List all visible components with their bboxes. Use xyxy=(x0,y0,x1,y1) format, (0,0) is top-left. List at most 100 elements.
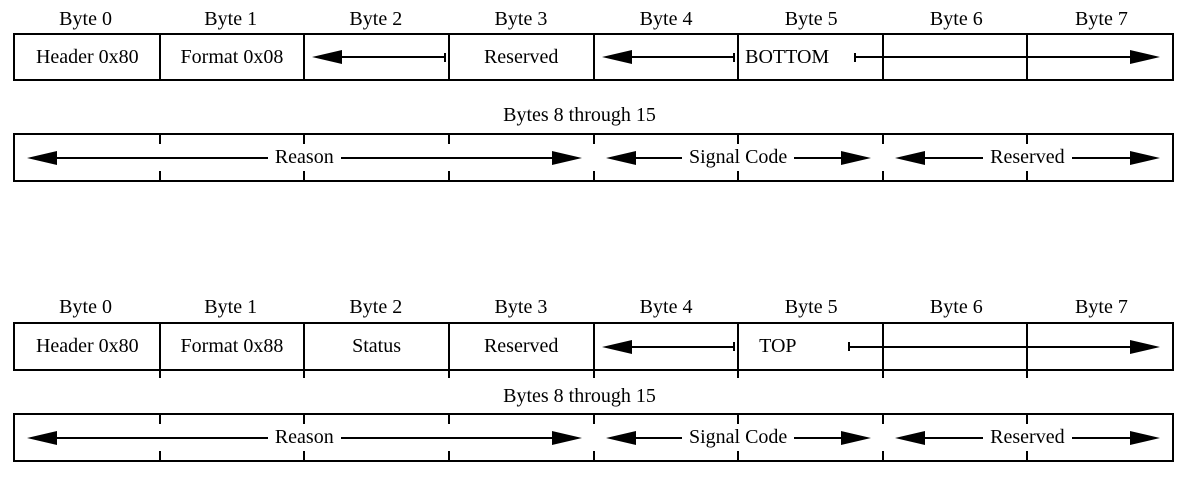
byte-boundary-tick xyxy=(737,415,740,424)
field-format: Format 0x88 xyxy=(180,335,284,357)
field-top: TOP xyxy=(759,335,797,357)
byte-boundary-tick xyxy=(158,451,161,460)
byte-label: Byte 6 xyxy=(929,296,983,318)
arrow-right-icon xyxy=(840,150,871,165)
byte-boundary-tick xyxy=(303,171,306,180)
byte-labels-row: Byte 0 Byte 1 Byte 2 Byte 3 Byte 4 Byte … xyxy=(13,8,1174,30)
byte-label: Byte 1 xyxy=(204,8,258,30)
arrow-left-icon xyxy=(894,430,925,445)
arrow-line xyxy=(794,436,841,439)
byte-boundary-tick xyxy=(303,451,306,460)
bytes-8-15-heading: Bytes 8 through 15 xyxy=(503,385,656,407)
byte-label: Byte 2 xyxy=(349,296,403,318)
byte-boundary-tick xyxy=(158,171,161,180)
arrow-line xyxy=(57,156,268,159)
field-signal-code: Signal Code xyxy=(594,415,883,460)
bytes-0-7-box: Header 0x80 Format 0x88 Status Reserved … xyxy=(13,322,1174,378)
field-label: Reason xyxy=(274,426,334,448)
arrow-line xyxy=(1071,156,1131,159)
arrow-right-icon xyxy=(1130,430,1161,445)
arrow-line xyxy=(340,436,552,439)
byte-label: Byte 4 xyxy=(639,8,693,30)
arrow-right-icon xyxy=(551,150,582,165)
arrow-line xyxy=(1071,436,1131,439)
arrow-line xyxy=(635,156,682,159)
arrow-left-icon xyxy=(601,339,632,354)
byte-boundary-tick xyxy=(158,135,161,144)
bottom-span-arrow-left xyxy=(594,35,739,79)
bytes-8-15-box: Reason Signal Code Reserved xyxy=(13,133,1174,182)
byte-boundary-tick xyxy=(881,135,884,144)
arrow-tail-tick xyxy=(733,52,736,62)
byte-boundary-tick xyxy=(881,415,884,424)
field-reason: Reason xyxy=(15,415,594,460)
byte-boundary-tick xyxy=(158,369,161,378)
field-header: Header 0x80 xyxy=(35,335,139,357)
field-status: Status xyxy=(352,335,402,357)
byte-boundary-tick xyxy=(1026,135,1029,144)
cell-divider xyxy=(592,324,595,369)
arrow-right-icon xyxy=(551,430,582,445)
byte-label: Byte 0 xyxy=(59,296,112,318)
byte-boundary-tick xyxy=(303,415,306,424)
cell-divider xyxy=(158,324,161,369)
byte-label: Byte 0 xyxy=(59,8,112,30)
arrow-line xyxy=(342,56,444,58)
field-label: Reserved xyxy=(990,426,1065,448)
arrow-line xyxy=(794,156,841,159)
byte-boundary-tick xyxy=(447,171,450,180)
byte-boundary-tick xyxy=(881,451,884,460)
arrow-tail-tick xyxy=(443,52,446,62)
byte-boundary-tick xyxy=(737,369,740,378)
cell-divider xyxy=(737,35,740,79)
reserved-span-arrow xyxy=(304,35,449,79)
field-label: Signal Code xyxy=(688,146,788,168)
arrow-tail-tick xyxy=(848,342,851,351)
arrow-line xyxy=(57,436,268,439)
byte-boundary-tick xyxy=(881,369,884,378)
byte-label: Byte 3 xyxy=(494,8,548,30)
byte-boundary-tick xyxy=(447,135,450,144)
bottom-span-arrow-right xyxy=(853,50,1160,64)
arrow-left-icon xyxy=(894,150,925,165)
byte-boundary-tick xyxy=(592,171,595,180)
byte-label: Byte 5 xyxy=(784,8,838,30)
arrow-line xyxy=(855,56,1130,58)
field-reserved: Reserved xyxy=(483,45,559,68)
byte-boundary-tick xyxy=(158,415,161,424)
arrow-line xyxy=(924,156,984,159)
arrow-line xyxy=(850,345,1130,348)
byte-boundary-tick xyxy=(1026,171,1029,180)
cell-divider xyxy=(737,324,740,369)
cell-divider xyxy=(303,35,306,79)
byte-label: Byte 1 xyxy=(204,296,258,318)
field-signal-code: Signal Code xyxy=(594,135,883,180)
cell-divider xyxy=(303,324,306,369)
arrow-left-icon xyxy=(605,150,636,165)
field-label: Signal Code xyxy=(688,426,788,448)
top-span-arrow-left xyxy=(594,324,739,369)
arrow-line xyxy=(924,436,984,439)
arrow-line xyxy=(631,345,734,348)
byte-boundary-tick xyxy=(737,451,740,460)
cell-divider xyxy=(447,35,450,79)
byte-label: Byte 6 xyxy=(929,8,983,30)
byte-boundary-tick xyxy=(592,451,595,460)
cell-divider xyxy=(447,324,450,369)
byte-boundary-tick xyxy=(1026,451,1029,460)
bytes-0-7-box: Header 0x80 Format 0x08 Reserved BOTTOM xyxy=(13,33,1174,81)
byte-label: Byte 4 xyxy=(639,296,693,318)
arrow-tail-tick xyxy=(733,342,736,351)
byte-boundary-tick xyxy=(447,451,450,460)
cell-divider xyxy=(592,35,595,79)
byte-boundary-tick xyxy=(737,135,740,144)
byte-boundary-tick xyxy=(447,369,450,378)
cell-divider xyxy=(158,35,161,79)
arrow-left-icon xyxy=(27,150,57,165)
field-reason: Reason xyxy=(15,135,594,180)
byte-boundary-tick xyxy=(881,171,884,180)
arrow-line xyxy=(340,156,552,159)
bytes-8-15-box: Reason Signal Code Reserved xyxy=(13,413,1174,462)
field-label: Reason xyxy=(274,146,334,168)
